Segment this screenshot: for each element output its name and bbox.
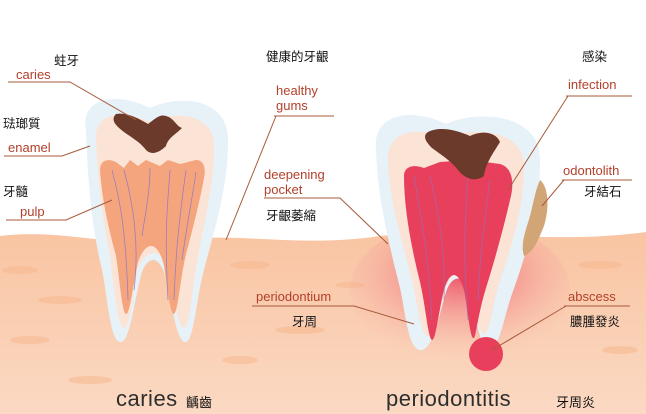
caption-periodontitis: periodontitis <box>386 386 512 411</box>
caries-cavity <box>113 113 182 153</box>
abscess-label: abscess <box>568 289 616 304</box>
abscess-sac <box>469 337 503 371</box>
healthy-gums-label-line1: healthy <box>276 83 318 98</box>
enamel-label-zh: 琺瑯質 <box>3 116 41 131</box>
healthy-gums-label-zh: 健康的牙齦 <box>266 49 329 64</box>
leader-odontolith <box>541 179 632 207</box>
leader-enamel <box>4 145 91 157</box>
gum-texture <box>2 261 638 384</box>
periodontium-label-zh: 牙周 <box>292 314 318 329</box>
caries-label-zh: 蛀牙 <box>54 53 80 68</box>
leader-deepening-pocket <box>264 197 389 245</box>
infection-label-zh: 感染 <box>582 49 608 64</box>
leader-pulp <box>6 199 113 221</box>
infection-region <box>404 160 513 340</box>
pulp-label-zh: 牙髓 <box>3 184 29 199</box>
abscess-label-zh: 膿腫發炎 <box>570 314 621 329</box>
periodontitis-tooth <box>350 115 570 371</box>
decay-spot <box>425 129 500 180</box>
infection-label: infection <box>568 77 617 92</box>
caption-periodontitis-zh: 牙周炎 <box>556 396 596 411</box>
odontolith-label-zh: 牙結石 <box>584 184 622 199</box>
caption-caries-zh: 齲齒 <box>186 396 213 411</box>
caries-pulp-veins <box>111 167 197 301</box>
caries-label: caries <box>16 67 51 82</box>
leader-lines <box>4 81 632 351</box>
odontolith-deposit <box>522 180 548 256</box>
leader-periodontium <box>252 305 415 325</box>
odontolith-label: odontolith <box>563 163 620 178</box>
leader-caries <box>8 81 137 121</box>
leader-abscess <box>491 305 630 351</box>
pulp-label: pulp <box>20 204 45 219</box>
caries-tooth <box>85 98 229 343</box>
leader-infection <box>507 95 632 191</box>
caries-pulp-shape <box>100 160 205 314</box>
enamel-label: enamel <box>8 140 51 155</box>
deepening-pocket-label-line1: deepening <box>264 167 325 182</box>
periodontium-label: periodontium <box>256 289 332 304</box>
deepening-pocket-label-line2: pocket <box>264 182 303 197</box>
leader-healthy-gums <box>225 115 334 241</box>
periodontitis-pulp-veins <box>413 175 491 321</box>
healthy-gums-label-line2: gums <box>276 98 308 113</box>
deepening-pocket-label-zh: 牙齦萎縮 <box>266 208 317 223</box>
caption-caries: caries <box>116 386 178 411</box>
